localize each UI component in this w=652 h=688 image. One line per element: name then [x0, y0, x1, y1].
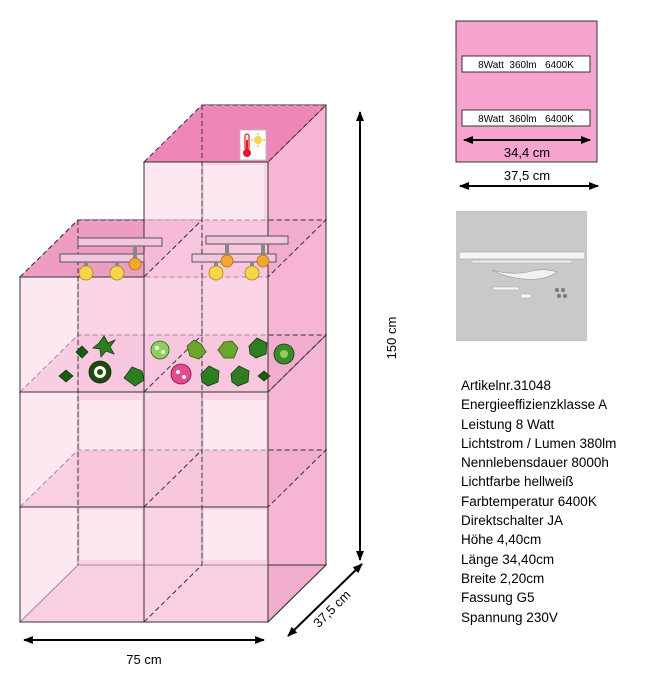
plants — [58, 335, 295, 387]
light-bulb-icon — [244, 262, 260, 281]
grow-lights — [59, 235, 289, 281]
spec-item: Breite 2,20cm — [461, 570, 545, 586]
lamp-strip-2-label: 8Watt 360lm 6400K — [478, 114, 574, 125]
thermometer-sun-icon — [239, 129, 267, 161]
lamp-panel: 8Watt 360lm 6400K 8Watt 360lm 6400K 34,4… — [455, 20, 599, 190]
lamp-strip-1 — [461, 55, 591, 73]
spec-item: Direktschalter JA — [461, 513, 564, 529]
lamp-strip-2 — [461, 109, 591, 127]
plant-icon — [58, 369, 74, 383]
spec-item: Fassung G5 — [461, 590, 535, 606]
light-bar-icon — [191, 253, 277, 263]
spec-item: Energieeffizienzklasse A — [461, 397, 608, 413]
plant-icon — [186, 339, 207, 360]
light-bulb-icon — [208, 262, 224, 281]
spec-item: Lichtfarbe hellweiß — [461, 474, 574, 490]
plant-icon — [217, 340, 239, 359]
spec-item: Farbtemperatur 6400K — [461, 493, 597, 509]
light-bar-icon — [205, 235, 289, 245]
plant-icon — [75, 345, 89, 359]
plant-icon — [170, 363, 192, 385]
led-tube-photo — [456, 211, 587, 341]
panel-inner-width-label: 34,4 cm — [504, 145, 550, 160]
plant-icon — [257, 370, 271, 382]
spec-item: Spannung 230V — [461, 609, 558, 625]
spec-item: Lichtstrom / Lumen 380lm — [461, 435, 617, 451]
cabinet-front-left — [19, 276, 145, 623]
light-bulb-icon — [128, 246, 142, 271]
light-bulb-icon — [78, 262, 94, 281]
plant-icon — [230, 365, 250, 387]
plant-icon — [123, 366, 145, 387]
spec-item: Höhe 4,40cm — [461, 532, 542, 548]
width-label: 75 cm — [126, 652, 161, 667]
light-bar-icon — [77, 237, 163, 247]
cabinet-top-tall — [142, 104, 328, 163]
plant-icon — [200, 365, 220, 387]
lamp-strip-1-label: 8Watt 360lm 6400K — [478, 60, 574, 71]
plant-icon — [92, 335, 117, 358]
light-bulb-icon — [109, 262, 125, 281]
dimension-lines — [23, 111, 364, 644]
spec-item: Artikelnr.31048 — [461, 378, 552, 393]
light-bulb-icon — [220, 244, 234, 268]
spec-item: Nennlebensdauer 8000h — [461, 455, 609, 471]
plant-icon — [273, 343, 295, 365]
plant-icon — [248, 337, 268, 359]
plant-icon — [150, 340, 170, 360]
plant-icon — [88, 360, 112, 384]
panel-outer-width-label: 37,5 cm — [504, 168, 550, 183]
light-bulb-icon — [256, 244, 270, 268]
spec-list: Artikelnr.31048 Energieeffizienzklasse A… — [461, 376, 616, 627]
light-bar-icon — [59, 253, 145, 263]
spec-item: Länge 34,40cm — [461, 551, 555, 567]
spec-item: Leistung 8 Watt — [461, 416, 555, 432]
depth-arrow — [287, 563, 363, 637]
shelf-cabinet — [18, 103, 328, 624]
height-label: 150 cm — [384, 317, 399, 360]
